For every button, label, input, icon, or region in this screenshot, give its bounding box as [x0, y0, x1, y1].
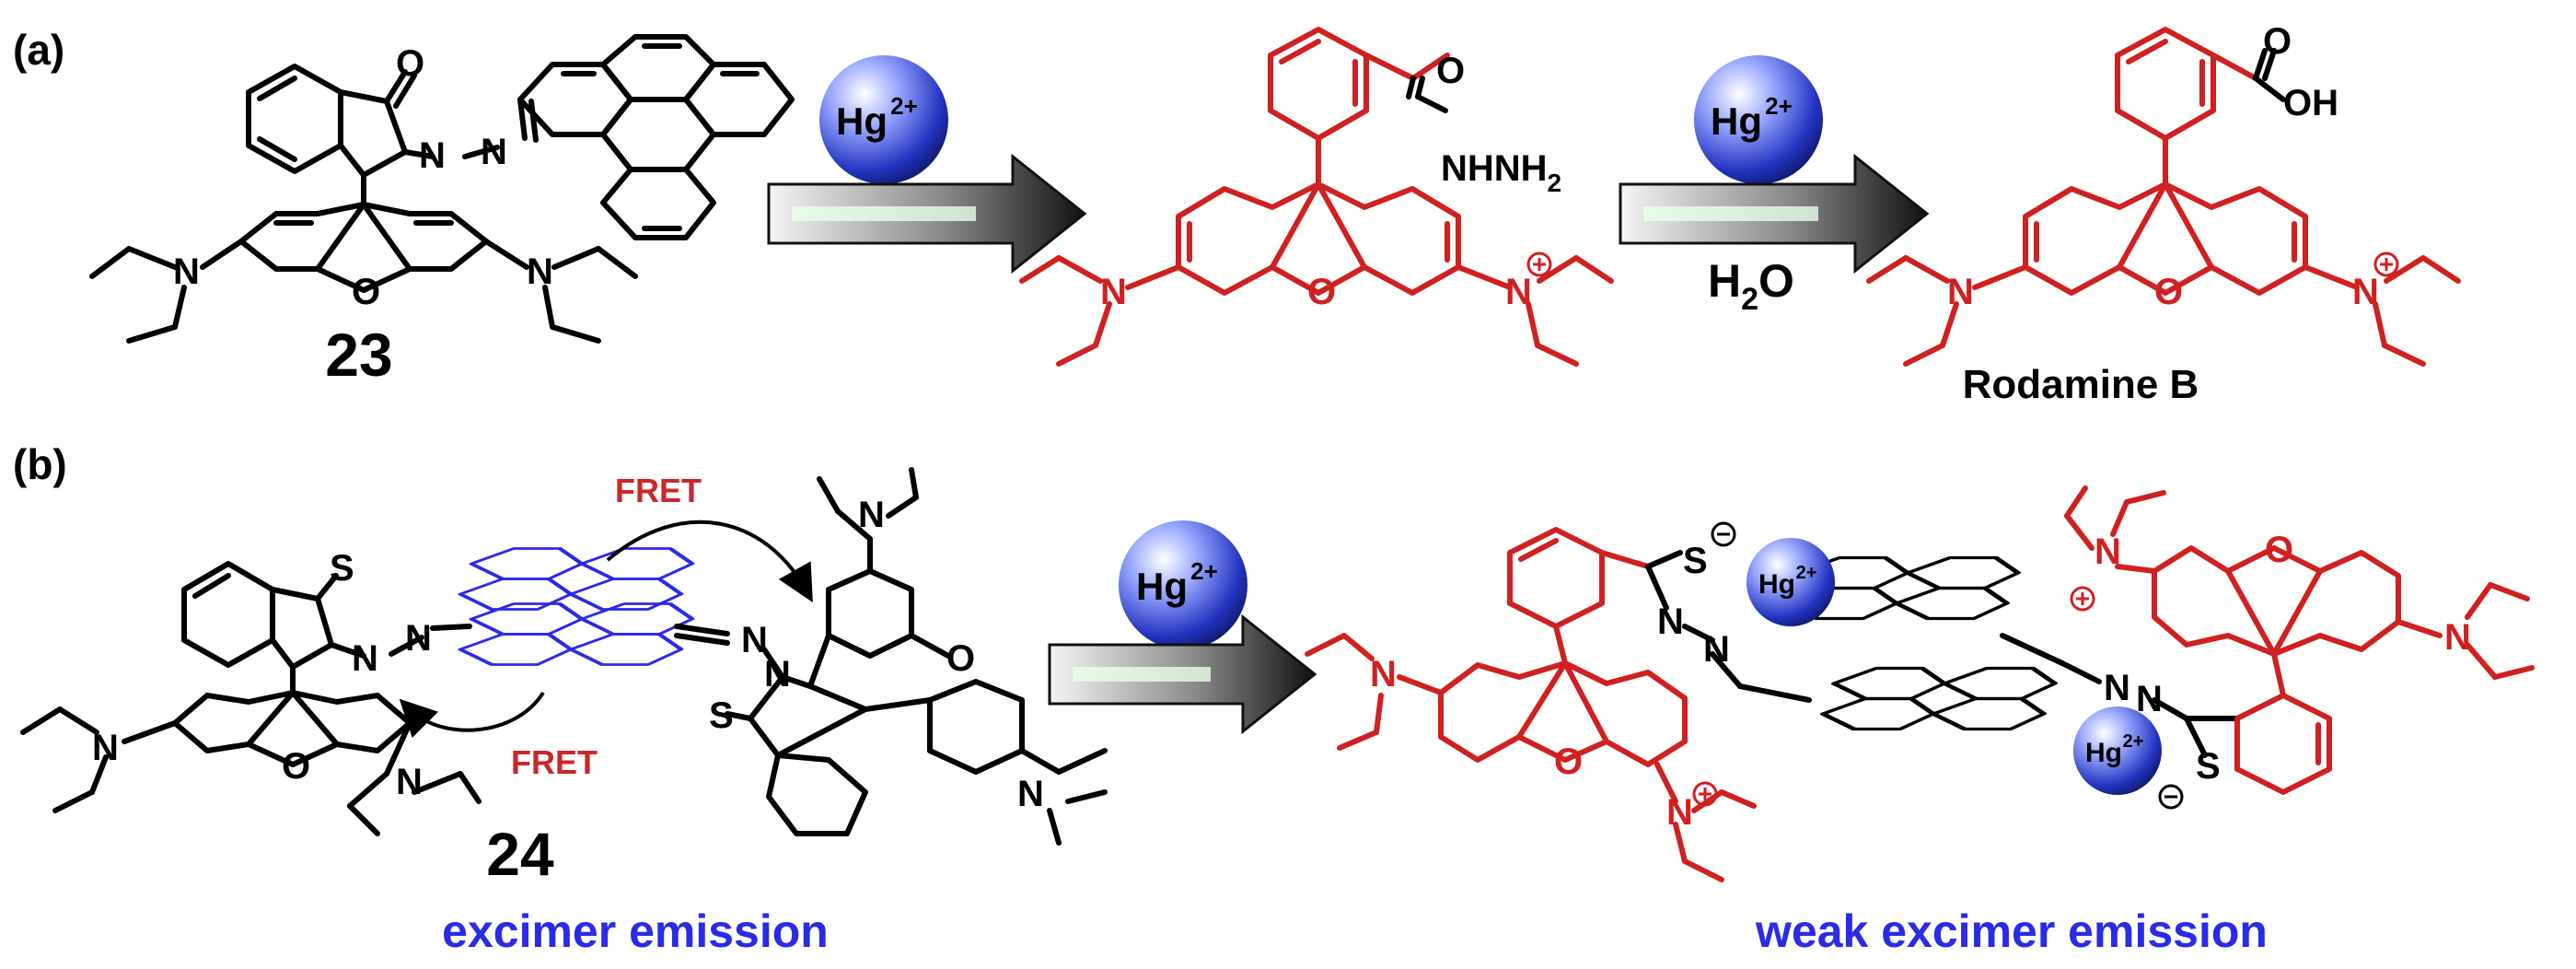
atom-n-right: N: [527, 251, 553, 292]
rhodamine-b-structure: [1866, 27, 2461, 367]
svg-text:Hg: Hg: [1136, 565, 1188, 608]
fret-arrow-top: [606, 520, 813, 602]
intermediate-n-left: N: [1100, 272, 1127, 312]
svg-text:H2O: H2O: [1708, 255, 1794, 317]
hg-ion-panel-b: Hg 2+: [1119, 520, 1247, 649]
svg-text:Hg: Hg: [1758, 569, 1795, 600]
carbonyl-o: O: [396, 43, 424, 84]
svg-text:Hg: Hg: [2085, 738, 2122, 768]
product-s-right: S: [2196, 746, 2221, 787]
product-n-3: N: [2104, 668, 2130, 708]
product-n-iminium-left: N: [1666, 792, 1693, 833]
right-n-hydrazone: N: [764, 654, 791, 695]
product-o-left: O: [1554, 741, 1583, 782]
atom-n-1: N: [419, 135, 446, 176]
water-reagent: H2O: [1708, 255, 1794, 317]
positive-charge-icon: [1526, 251, 1552, 277]
positive-charge-icon: [2373, 251, 2399, 277]
panel-b-label: (b): [13, 440, 67, 488]
svg-text:Hg: Hg: [1711, 99, 1762, 143]
product-n-4: N: [2136, 679, 2163, 719]
caption-weak-excimer-emission: weak excimer emission: [1755, 905, 2268, 957]
hg-ion-small-2: Hg 2+: [2073, 706, 2162, 795]
atom-o-xanthene: O: [352, 272, 380, 312]
rhodamine-b-o: O: [2154, 272, 2183, 312]
product-n-1: N: [1657, 601, 1684, 642]
product-n-left-amine: N: [1370, 654, 1397, 695]
intermediate-n-right: N: [1505, 272, 1532, 312]
reaction-arrow-3: [1048, 613, 1317, 735]
left-n-amine-2: N: [396, 762, 423, 802]
left-n-amine: N: [92, 728, 119, 768]
reaction-arrow-1: [767, 153, 1087, 274]
product-n-iminium-right: N: [2094, 531, 2121, 572]
positive-charge-icon: [2070, 586, 2095, 612]
compound-24-right-rhodamine: [674, 467, 1108, 846]
left-o: O: [282, 746, 310, 787]
rhodamine-b-n-right: N: [2352, 272, 2379, 312]
product-n-right-amine: N: [2444, 617, 2471, 658]
product-s-left: S: [1683, 541, 1708, 581]
right-thione-s: S: [709, 695, 734, 736]
rhodamine-b-carbonyl-o: O: [2263, 21, 2292, 62]
negative-charge-icon: [1711, 521, 1736, 547]
compound-24-left-rhodamine: [20, 561, 482, 836]
svg-text:Hg: Hg: [836, 99, 888, 143]
hg-ion-1: Hg 2+: [819, 55, 948, 184]
atom-n-left: N: [173, 251, 200, 292]
fret-label-top: FRET: [615, 472, 702, 509]
hydrazide-label: NHNH2: [1441, 148, 1561, 197]
svg-text:2+: 2+: [1765, 92, 1793, 120]
rhodamine-hydrazide-structure: [1019, 27, 1614, 367]
panel-a-label: (a): [13, 26, 64, 74]
right-n-imine: N: [741, 620, 768, 660]
rhodamine-b-oh: OH: [2283, 83, 2338, 123]
intermediate-carbonyl-o: O: [1436, 51, 1465, 91]
right-n-amine-bottom: N: [1017, 774, 1044, 814]
svg-text:2+: 2+: [1796, 563, 1817, 583]
product-o-right: O: [2265, 530, 2293, 570]
reaction-arrow-2: [1619, 153, 1930, 274]
fret-arrow-bottom: [399, 691, 545, 739]
hg-ion-small-1: Hg 2+: [1746, 538, 1835, 626]
compound-24-number: 24: [486, 820, 554, 888]
product-n-2: N: [1703, 629, 1730, 670]
left-thione-s: S: [330, 548, 354, 589]
right-o: O: [946, 638, 975, 679]
hg-ion-2: Hg 2+: [1694, 55, 1823, 184]
atom-n-2: N: [481, 132, 507, 172]
right-n-amine-top: N: [858, 495, 885, 535]
svg-text:2+: 2+: [890, 92, 918, 120]
intermediate-o: O: [1307, 272, 1336, 312]
svg-text:NHNH2: NHNH2: [1441, 148, 1561, 197]
compound-23-number: 23: [325, 321, 392, 389]
rhodamine-b-n-left: N: [1947, 272, 1974, 312]
fret-label-bottom: FRET: [511, 743, 598, 781]
left-n-2: N: [405, 618, 432, 659]
pyrene-excimer-blue: [458, 547, 695, 666]
positive-charge-icon: [1692, 781, 1718, 807]
svg-text:2+: 2+: [1190, 557, 1218, 585]
caption-excimer-emission: excimer emission: [442, 905, 829, 957]
compound-23-structure: [89, 34, 795, 344]
product-name: Rodamine B: [1963, 362, 2199, 407]
left-n-1: N: [352, 638, 378, 679]
negative-charge-icon: [2158, 784, 2184, 810]
svg-text:2+: 2+: [2123, 731, 2144, 752]
product-complex-structure: [1305, 485, 2535, 882]
